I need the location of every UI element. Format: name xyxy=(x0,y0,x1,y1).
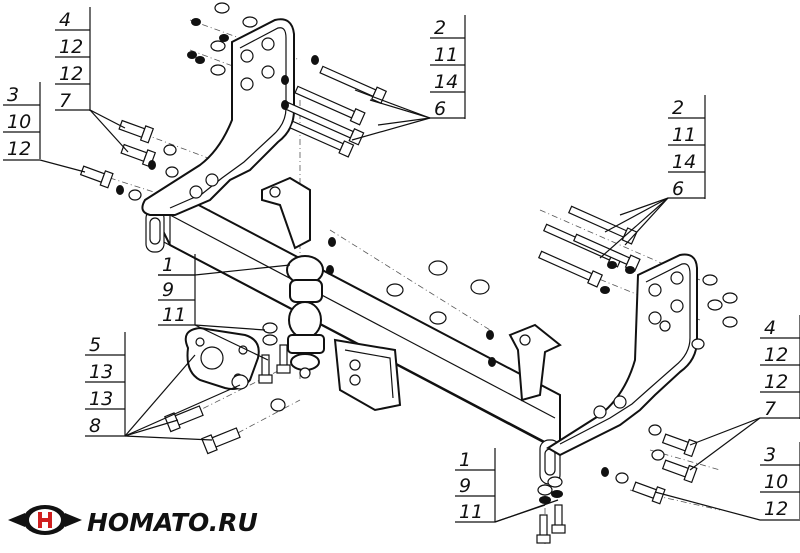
callout-c-right-4: 4 12 12 7 xyxy=(760,315,800,420)
callout-number: 9 xyxy=(162,279,174,301)
callout-number: 10 xyxy=(7,111,31,133)
callout-number: 1 xyxy=(162,254,174,276)
brand-name: HOMATO.RU xyxy=(87,508,258,537)
callout-number: 4 xyxy=(764,317,776,339)
callout-c-top-left-4: 4 12 12 7 xyxy=(55,7,91,112)
callout-number: 11 xyxy=(434,44,458,66)
callout-c-right-3: 3 10 12 xyxy=(760,442,800,520)
coupling-plate xyxy=(184,326,260,390)
callout-number: 12 xyxy=(764,371,788,393)
callout-number: 13 xyxy=(89,361,113,383)
callout-number: 12 xyxy=(764,344,788,366)
callout-number: 3 xyxy=(7,84,19,106)
callout-c-low-left-5: 5 13 13 8 xyxy=(85,332,126,437)
callout-number: 12 xyxy=(7,138,31,160)
callout-number: 13 xyxy=(89,388,113,410)
callout-number: 12 xyxy=(764,498,788,520)
callout-c-right-2: 2 11 14 6 xyxy=(668,95,706,200)
upper-small-bracket xyxy=(261,176,311,250)
callout-number: 1 xyxy=(459,449,471,471)
center-lines xyxy=(84,19,721,545)
callout-number: 12 xyxy=(59,63,83,85)
callout-number: 3 xyxy=(764,444,776,466)
callout-number: 11 xyxy=(672,124,696,146)
callout-number: 6 xyxy=(434,98,446,120)
callout-number: 2 xyxy=(672,97,684,119)
main-crossbeam xyxy=(145,188,561,485)
left-bracket xyxy=(141,18,295,216)
logo-emblem xyxy=(8,505,82,535)
tow-ball xyxy=(286,255,325,379)
callout-number: 10 xyxy=(764,471,788,493)
leader-lines xyxy=(3,89,800,523)
right-bracket xyxy=(546,253,698,457)
callout-c-left-3: 3 10 12 xyxy=(3,82,41,160)
callout-number: 14 xyxy=(672,151,696,173)
lower-small-bracket xyxy=(508,323,562,402)
callout-c-top-right-2: 2 11 14 6 xyxy=(430,15,466,120)
callout-number: 6 xyxy=(672,178,684,200)
callout-number: 11 xyxy=(459,501,483,523)
callout-number: 7 xyxy=(764,398,776,420)
callout-number: 11 xyxy=(162,304,186,326)
nuts-and-washers xyxy=(116,2,738,504)
callout-number: 8 xyxy=(89,415,101,437)
callout-number: 9 xyxy=(459,475,471,497)
callout-number: 2 xyxy=(434,17,446,39)
ball-mount-plate xyxy=(333,338,402,412)
callout-number: 4 xyxy=(59,9,71,31)
callout-number: 12 xyxy=(59,36,83,58)
callout-number: 7 xyxy=(59,90,71,112)
callout-number: 5 xyxy=(89,334,101,356)
callout-number: 14 xyxy=(434,71,458,93)
brand-logo: HOMATO.RU xyxy=(8,505,258,537)
